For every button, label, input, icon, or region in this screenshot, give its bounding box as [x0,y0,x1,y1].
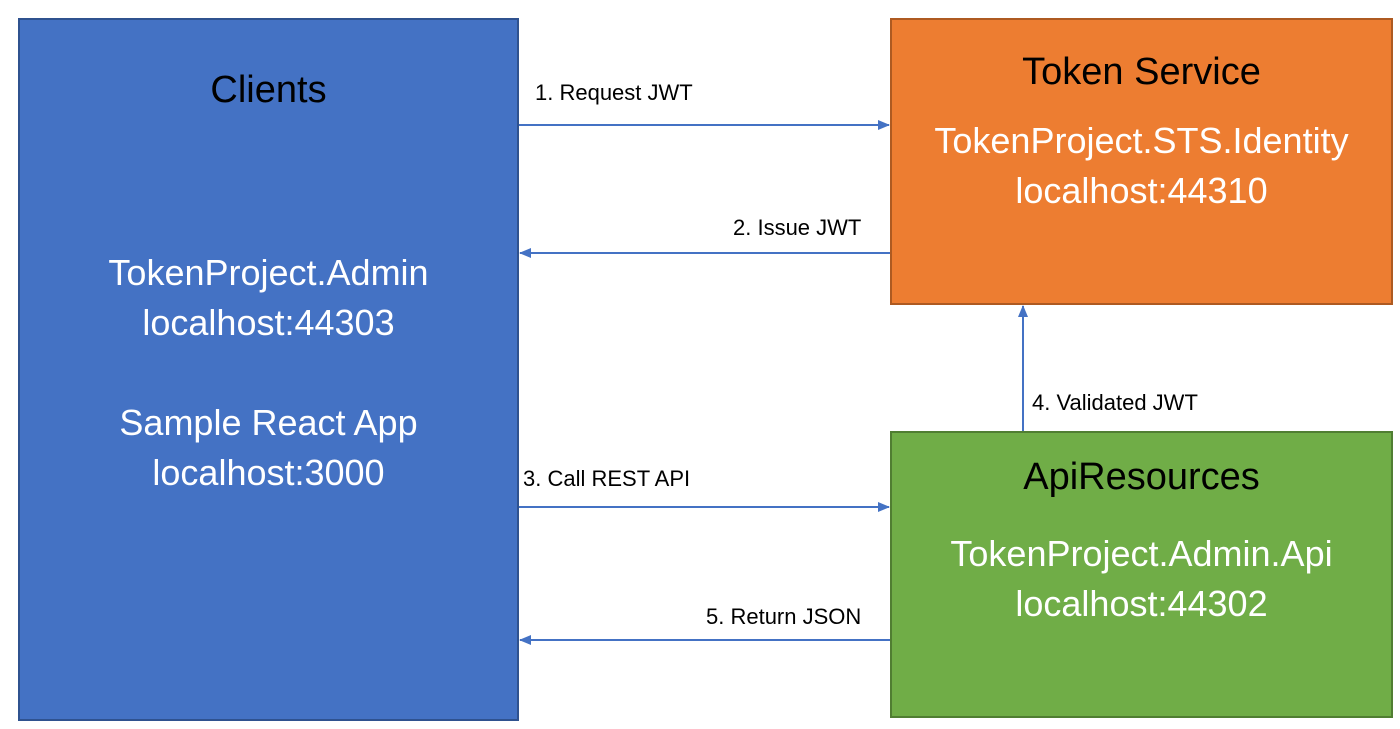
label-request-jwt: 1. Request JWT [535,80,693,105]
token-service-name: TokenProject.STS.Identity [934,120,1349,161]
label-return-json: 5. Return JSON [706,604,862,629]
api-resources-title: ApiResources [1023,456,1260,498]
clients-admin-host: localhost:44303 [142,302,395,343]
token-service-box: Token Service TokenProject.STS.Identity … [890,18,1393,305]
label-validated-jwt: 4. Validated JWT [1032,390,1198,415]
clients-react-host: localhost:3000 [152,452,385,493]
clients-title: Clients [210,69,327,111]
token-service-title: Token Service [1022,51,1261,93]
api-resources-box: ApiResources TokenProject.Admin.Api loca… [890,431,1393,718]
clients-admin-name: TokenProject.Admin [108,252,429,293]
api-resources-host: localhost:44302 [1015,583,1268,624]
label-call-rest-api: 3. Call REST API [523,466,691,491]
label-issue-jwt: 2. Issue JWT [733,215,862,240]
clients-react-name: Sample React App [119,402,418,443]
api-resources-name: TokenProject.Admin.Api [950,533,1333,574]
token-service-host: localhost:44310 [1015,170,1268,211]
clients-box: Clients TokenProject.Admin localhost:443… [18,18,519,721]
